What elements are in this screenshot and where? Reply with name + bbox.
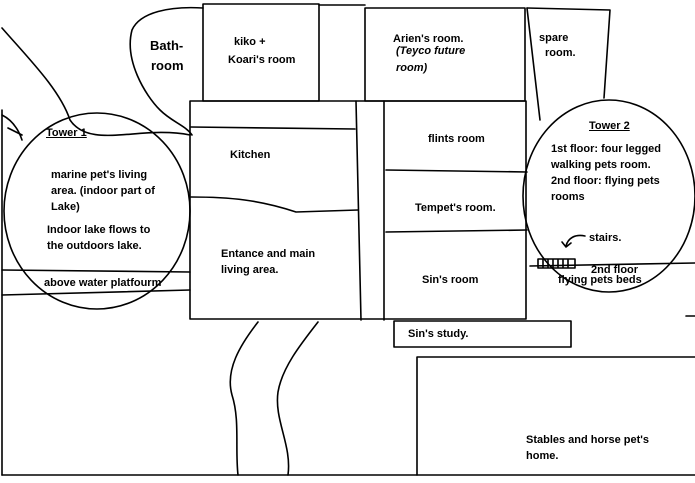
- bathroom-label-2: room: [151, 58, 184, 73]
- stairs-icon: [537, 258, 576, 269]
- lake-flow-line: [1, 114, 23, 141]
- tower2-floor1-1: 1st floor: four legged: [551, 143, 661, 155]
- stables-label-2: home.: [526, 450, 559, 462]
- kitchen-entrance-divider: [190, 196, 359, 213]
- tower1-outline: [3, 112, 191, 310]
- bathroom-outline: [129, 6, 204, 136]
- tower1-lake-1: Indoor lake flows to: [47, 224, 151, 236]
- arien-label-2: (Teyco future: [396, 45, 466, 57]
- tower1-desc-3: Lake): [51, 201, 80, 213]
- tower2-outline: [522, 99, 695, 293]
- tower2-beds-2: flying pets beds: [558, 274, 642, 286]
- river-bank: [276, 321, 319, 476]
- sin-room-label: Sin's room: [422, 274, 479, 286]
- spare-label-2: room.: [545, 47, 576, 59]
- flints-tempet-divider: [385, 169, 528, 173]
- spare-room-wall: [526, 7, 611, 99]
- tempet-sin-divider: [385, 229, 528, 233]
- stables-wall: [416, 356, 695, 476]
- kitchen-divider: [190, 126, 356, 130]
- spare-room-wall: [526, 7, 541, 121]
- flints-room-label: flints room: [428, 133, 485, 145]
- arien-label-3: room): [396, 62, 428, 74]
- tempet-room-label: Tempet's room.: [415, 202, 496, 214]
- kiko-koari-label-1: kiko +: [234, 36, 266, 48]
- entrance-label-2: living area.: [221, 264, 279, 276]
- tower1-tick: [7, 127, 23, 136]
- sin-study-label: Sin's study.: [408, 328, 469, 340]
- tower1-platform-line: [1, 289, 191, 296]
- arien-label-1: Arien's room.: [393, 33, 464, 45]
- tower1-platform-line: [1, 269, 191, 273]
- sin-study-wall: [393, 320, 572, 348]
- stairs-label: stairs.: [589, 232, 622, 244]
- stables-label-1: Stables and horse pet's: [526, 434, 650, 446]
- tower2-beds-1: 2nd floor: [591, 264, 639, 276]
- river-bank: [229, 321, 259, 476]
- spare-label-1: spare: [539, 32, 569, 44]
- stairs-arrow: [561, 234, 586, 248]
- tower2-floor2-2: rooms: [551, 191, 585, 203]
- tower2-title: Tower 2: [589, 120, 630, 132]
- entrance-label-1: Entance and main: [221, 248, 316, 260]
- tower2-floor2-1: 2nd floor: flying pets: [551, 175, 660, 187]
- bathroom-label-1: Bath-: [150, 38, 184, 53]
- tower1-desc-1: marine pet's living: [51, 169, 148, 181]
- tower1-title: Tower 1: [46, 127, 87, 139]
- lake-flow-line: [1, 27, 191, 137]
- tower1-platform-label: above water platfourm: [44, 277, 162, 289]
- tower2-floor1-2: walking pets room.: [551, 159, 651, 171]
- kiko-koari-label-2: Koari's room: [228, 54, 296, 66]
- kitchen-label: Kitchen: [230, 149, 271, 161]
- tower1-lake-2: the outdoors lake.: [47, 240, 142, 252]
- tower1-desc-2: area. (indoor part of: [51, 185, 155, 197]
